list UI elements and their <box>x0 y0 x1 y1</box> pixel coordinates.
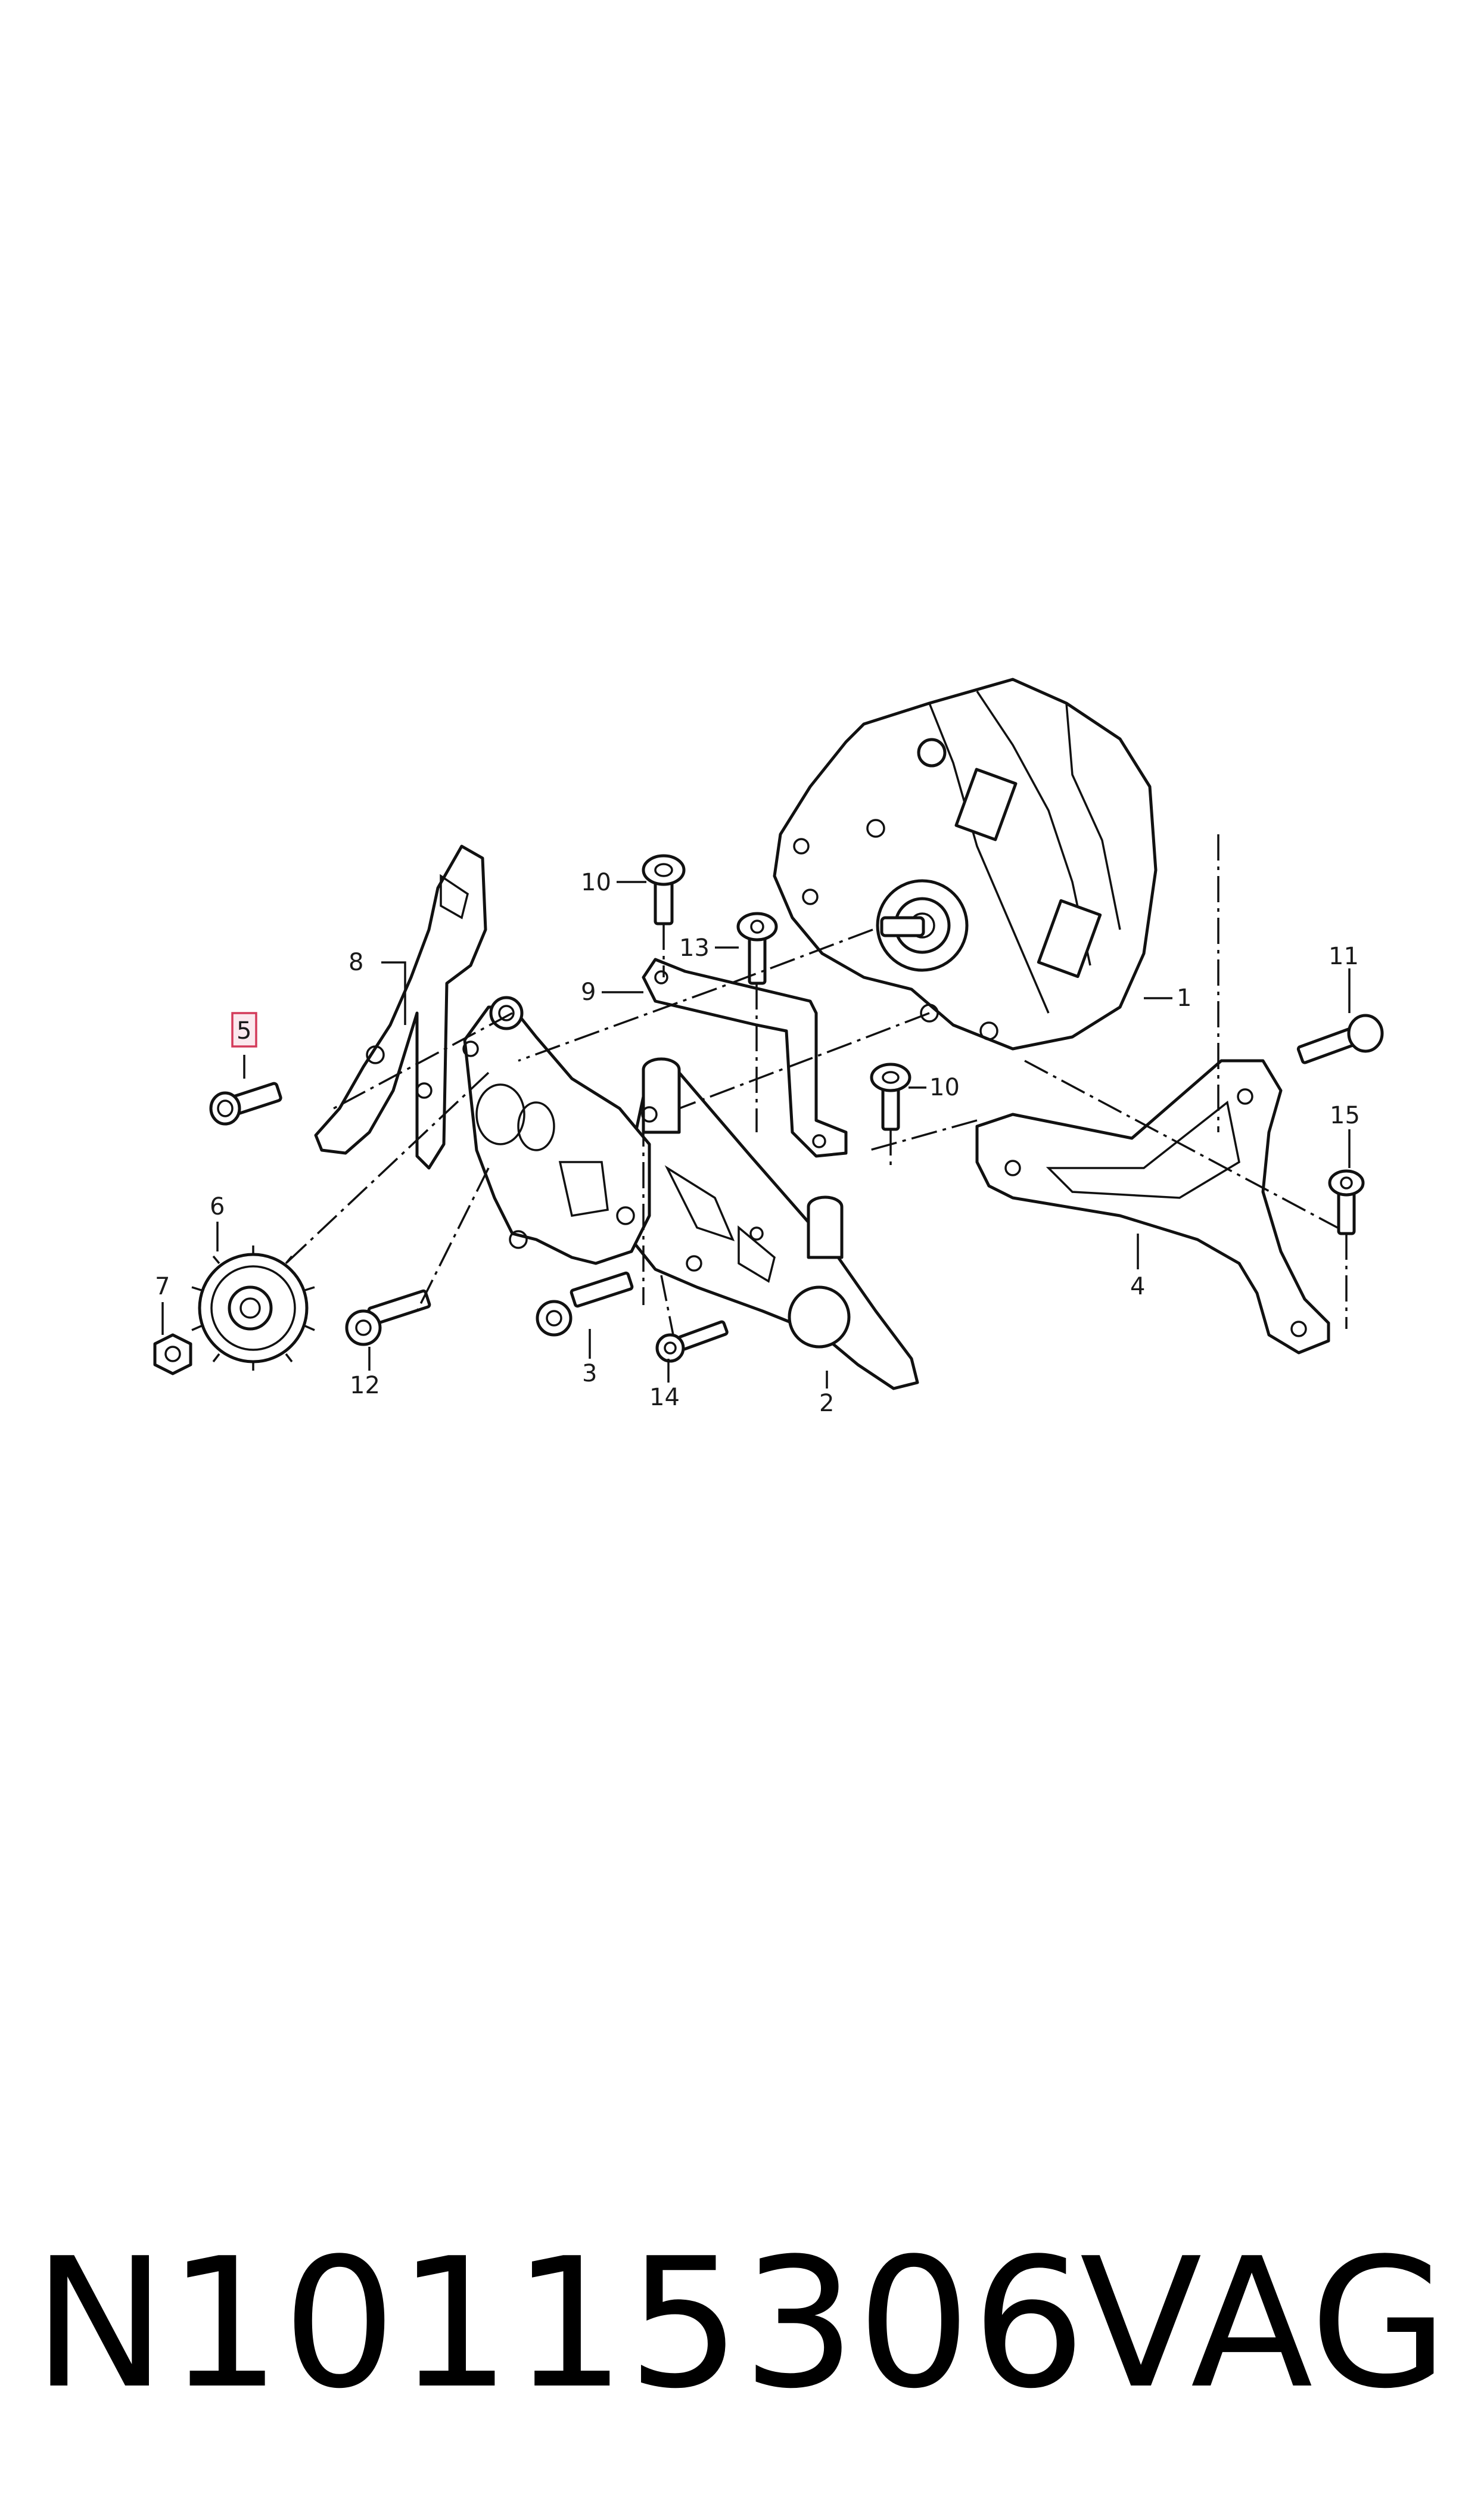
leader-lines <box>161 881 1351 1389</box>
callout-12: 12 <box>350 1372 380 1399</box>
part-9-mounting-plate[interactable] <box>642 958 848 1158</box>
callout-4: 4 <box>1130 1273 1145 1300</box>
part-2-pump-bracket[interactable] <box>624 1057 919 1390</box>
callout-15: 15 <box>1330 1102 1360 1129</box>
callout-labels: 1 2 3 4 5 6 7 8 9 10 10 11 12 13 14 15 <box>155 869 1360 1417</box>
part-7-nut[interactable] <box>153 1333 192 1375</box>
callout-2: 2 <box>819 1390 834 1417</box>
callout-13: 13 <box>679 934 710 962</box>
callout-7: 7 <box>155 1273 170 1300</box>
callout-10-top: 10 <box>581 869 611 896</box>
part-14-bolt[interactable] <box>655 1320 729 1363</box>
callout-5-highlight <box>231 1012 257 1048</box>
callout-10-right: 10 <box>929 1074 960 1101</box>
callout-9: 9 <box>581 979 596 1006</box>
part-4-support-bracket[interactable] <box>975 1059 1330 1355</box>
part-3-bolt[interactable] <box>536 1271 634 1337</box>
part-15-bolt[interactable] <box>1328 1169 1365 1235</box>
part-10-bolt-right[interactable] <box>870 1063 911 1131</box>
part-number: N10115306 <box>33 2220 1087 2428</box>
part-8-bracket-arm[interactable] <box>314 844 487 1170</box>
part-3-carrier[interactable] <box>462 996 651 1265</box>
part-13-bolt[interactable] <box>736 912 778 985</box>
brand-label: VAG <box>1079 2220 1448 2428</box>
callout-11: 11 <box>1329 943 1359 970</box>
callout-14: 14 <box>649 1384 680 1411</box>
part-5-bolt[interactable] <box>209 1082 282 1126</box>
part-6-sprocket[interactable] <box>191 1245 315 1371</box>
callout-6: 6 <box>210 1193 225 1220</box>
callout-1: 1 <box>1177 984 1191 1012</box>
footer: N10115306 VAG <box>0 2205 1484 2455</box>
part-11-bolt[interactable] <box>1296 1014 1384 1064</box>
callout-5: 5 <box>237 1017 251 1045</box>
assembly-lines <box>285 834 1348 1335</box>
part-10-bolt-top[interactable] <box>642 854 686 925</box>
part-1-high-pressure-pump[interactable] <box>773 678 1158 1051</box>
callout-8: 8 <box>349 949 363 976</box>
part-12-bolt[interactable] <box>345 1289 431 1346</box>
callout-3: 3 <box>582 1360 597 1387</box>
